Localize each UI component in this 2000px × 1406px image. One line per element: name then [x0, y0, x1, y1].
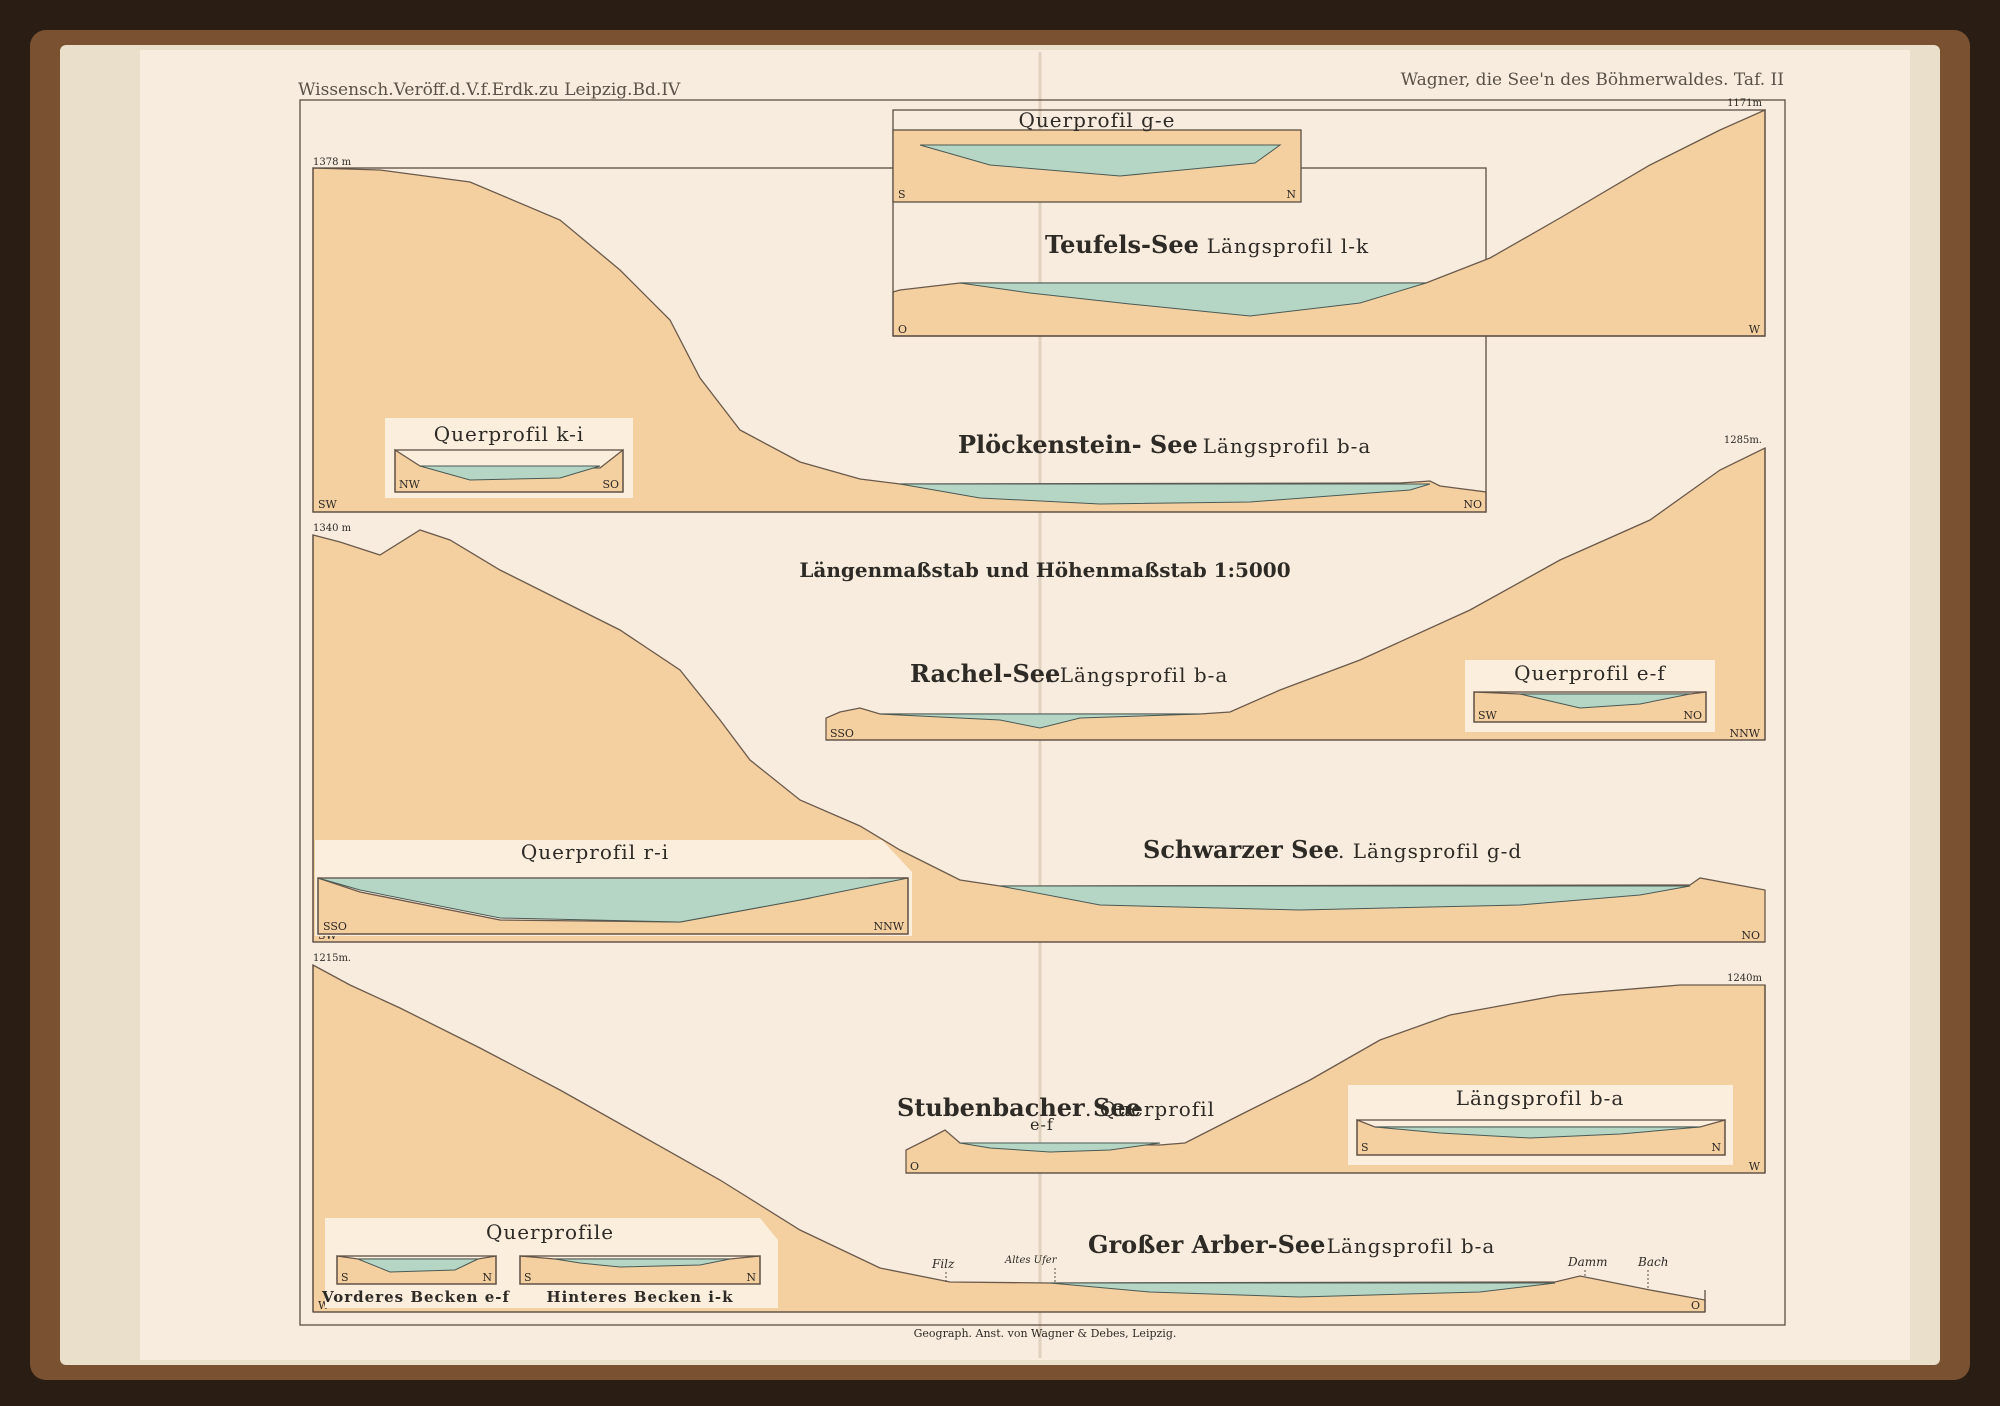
ploeckenstein-inset-dir-right: SO	[602, 478, 619, 491]
schwarzer-subtitle: . Längsprofil g-d	[1338, 839, 1522, 863]
stubenbacher-title: Stubenbacher See	[897, 1093, 1141, 1122]
schwarzer-lake	[999, 885, 1691, 911]
header-left: Wissensch.Veröff.d.V.f.Erdk.zu Leipzig.B…	[298, 80, 681, 100]
teufels-elevation: 1171m	[1727, 98, 1762, 109]
rachel-lake	[879, 713, 1201, 729]
ploeckenstein-inset: Querprofil k-i NW SO	[385, 418, 633, 498]
scale-note: Längenmaßstab und Höhenmaßstab 1:5000	[799, 558, 1290, 582]
stubenbacher-inset-dir-left: S	[1361, 1141, 1369, 1154]
rachel-profile: 1285m. SSO NNW Rachel-See . Längsprofil …	[825, 435, 1766, 741]
footer-credit: Geograph. Anst. von Wagner & Debes, Leip…	[914, 1327, 1177, 1340]
arber-inset-title: Querprofile	[486, 1220, 614, 1244]
rachel-inset-dir-right: NO	[1683, 709, 1702, 722]
arber-title: Großer Arber-See	[1088, 1230, 1325, 1259]
stubenbacher-subtitle-2: e-f	[1030, 1115, 1054, 1134]
rachel-dir-right: NNW	[1729, 727, 1760, 740]
stubenbacher-elevation: 1240m	[1727, 973, 1762, 984]
teufels-subtitle: . Längsprofil l-k	[1192, 234, 1369, 258]
header-right: Wagner, die See'n des Böhmerwaldes. Taf.…	[1401, 70, 1784, 90]
marker-damm: Damm	[1567, 1255, 1608, 1269]
ploeckenstein-lake	[899, 483, 1431, 505]
rachel-inset-title: Querprofil e-f	[1514, 661, 1666, 685]
arber-inset-dir-right-1: N	[482, 1271, 492, 1284]
schwarzer-dir-right: NO	[1741, 929, 1760, 942]
ploeckenstein-elevation: 1378 m	[313, 157, 352, 168]
marker-filz: Filz	[931, 1257, 955, 1271]
stubenbacher-subtitle: . Querprofil	[1085, 1097, 1215, 1121]
teufels-inset: Querprofil g-e S N	[892, 108, 1302, 203]
arber-inset-caption-left: Vorderes Becken e-f	[321, 1288, 511, 1306]
teufels-inset-title: Querprofil g-e	[1018, 108, 1175, 132]
ploeckenstein-dir-right: NO	[1463, 498, 1482, 511]
schwarzer-inset-dir-left: SSO	[323, 920, 347, 933]
marker-altes-ufer: Altes Ufer	[1004, 1255, 1058, 1266]
stubenbacher-dir-left: O	[910, 1160, 919, 1173]
stubenbacher-lake	[959, 1142, 1161, 1153]
ploeckenstein-inset-dir-left: NW	[399, 478, 421, 491]
teufels-title: Teufels-See	[1045, 230, 1199, 259]
arber-subtitle: . Längsprofil b-a	[1312, 1234, 1495, 1258]
arber-inset-dir-left-1: S	[341, 1271, 349, 1284]
marker-bach: Bach	[1637, 1255, 1668, 1269]
arber-inset-dir-right-2: N	[746, 1271, 756, 1284]
stubenbacher-inset-dir-right: N	[1711, 1141, 1721, 1154]
rachel-inset: Querprofil e-f SW NO	[1465, 660, 1715, 732]
teufels-dir-right: W	[1749, 323, 1761, 336]
teufels-dir-left: O	[898, 323, 907, 336]
teufels-lake	[959, 282, 1427, 317]
rachel-inset-dir-left: SW	[1478, 709, 1498, 722]
arber-dir-right: O	[1691, 1299, 1700, 1312]
arber-elevation: 1215m.	[313, 953, 351, 964]
stubenbacher-inset-title: Längsprofil b-a	[1456, 1086, 1625, 1110]
rachel-title: Rachel-See	[910, 659, 1060, 688]
stubenbacher-profile: 1240m O W Stubenbacher See . Querprofil …	[897, 973, 1766, 1174]
schwarzer-inset-dir-right: NNW	[873, 920, 904, 933]
arber-inset-dir-left-2: S	[524, 1271, 532, 1284]
schwarzer-inset: Querprofil r-i SSO NNW	[315, 840, 912, 936]
ploeckenstein-inset-title: Querprofil k-i	[434, 422, 585, 446]
teufels-profile: 1171m O W Teufels-See . Längsprofil l-k …	[892, 98, 1766, 337]
plate-frame	[299, 99, 1786, 1326]
arber-inset-caption-right: Hinteres Becken i-k	[546, 1288, 733, 1306]
schwarzer-inset-title: Querprofil r-i	[521, 840, 669, 864]
rachel-elevation: 1285m.	[1724, 435, 1762, 446]
schwarzer-elevation: 1340 m	[313, 523, 352, 534]
schwarzer-profile: 1340 m SW NO Schwarzer See . Längsprofil…	[312, 523, 1766, 943]
rachel-subtitle: . Längsprofil b-a	[1045, 663, 1228, 687]
ploeckenstein-profile: 1378 m SW NO Plöckenstein- See . Längspr…	[312, 157, 1487, 513]
ploeckenstein-title: Plöckenstein- See	[958, 430, 1198, 459]
rachel-dir-left: SSO	[830, 727, 854, 740]
teufels-inset-dir-left: S	[898, 188, 906, 201]
schwarzer-title: Schwarzer See	[1143, 835, 1339, 864]
teufels-inset-dir-right: N	[1286, 188, 1296, 201]
arber-lake	[1049, 1282, 1556, 1298]
stubenbacher-inset: Längsprofil b-a S N	[1348, 1085, 1733, 1165]
arber-inset: Querprofile S N S N Vorderes Becken e-f …	[321, 1218, 778, 1308]
ploeckenstein-dir-left: SW	[318, 498, 338, 511]
arber-profile: 1215m. W O Großer Arber-See . Längsprofi…	[312, 953, 1706, 1313]
stubenbacher-dir-right: W	[1749, 1160, 1761, 1173]
ploeckenstein-subtitle: . Längsprofil b-a	[1188, 434, 1371, 458]
